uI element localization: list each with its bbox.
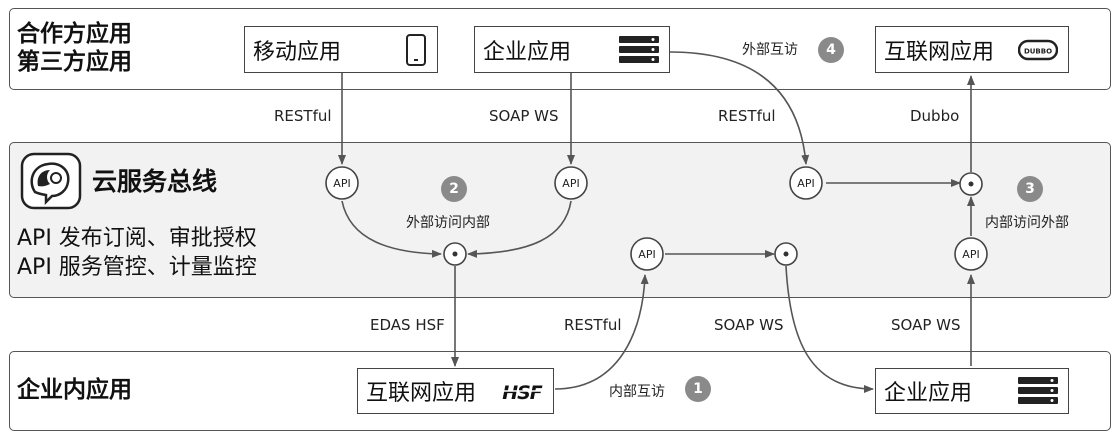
edge-api2-to-junction2 (467, 200, 572, 258)
internet-app-label-top: 互联网应用 (884, 39, 995, 65)
cloud-bus-title: 云服务总线 (92, 167, 218, 196)
scenario-3-badge: 3 (1017, 176, 1043, 202)
server-icon (619, 35, 659, 63)
enterprise-app-box-top: 企业应用 (474, 26, 670, 73)
cloud-bus-desc: API 发布订阅、审批授权 API 服务管控、计量监控 (17, 224, 257, 282)
junction-4-dot (783, 251, 789, 257)
mobile-app-box: 移动应用 (244, 26, 438, 73)
internet-app-box-bottom: 互联网应用 HSF (357, 368, 554, 414)
api-node-4 (630, 237, 664, 271)
api-node-3-label: API (797, 177, 814, 190)
api-node-5-label: API (962, 248, 979, 261)
edge-label-soap-3: SOAP WS (891, 316, 961, 334)
scenario-2-badge: 2 (441, 176, 467, 202)
cloud-bus-logo-icon (20, 152, 82, 210)
edge-hsf-to-api4 (554, 274, 649, 390)
api-node-2 (554, 166, 588, 200)
internet-app-box-top: 互联网应用 DUBBO (875, 26, 1069, 73)
internal-zone-title: 企业内应用 (17, 377, 132, 403)
scenario-1-label: 内部互访 (609, 384, 665, 400)
partner-zone-title-line1: 合作方应用 (17, 21, 132, 47)
edge-label-soap-2: SOAP WS (714, 316, 784, 334)
api-node-3 (789, 166, 823, 200)
scenario-2-label: 外部访问内部 (406, 215, 490, 231)
junction-2-dot (452, 251, 458, 257)
partner-zone-title-line2: 第三方应用 (17, 49, 132, 75)
cloud-bus-zone (9, 142, 1111, 298)
phone-icon (406, 33, 426, 66)
edge-junction4-to-enterprise (785, 265, 874, 393)
scenario-4-label: 外部互访 (742, 42, 798, 58)
cloud-bus-desc-line2: API 服务管控、计量监控 (17, 255, 257, 280)
enterprise-app-box-bottom: 企业应用 (875, 368, 1069, 414)
api-node-4-label: API (638, 248, 655, 261)
internet-app-label-bottom: 互联网应用 (366, 381, 477, 406)
api-node-5 (954, 237, 988, 271)
enterprise-app-label-bottom: 企业应用 (884, 381, 973, 406)
cloud-bus-desc-line1: API 发布订阅、审批授权 (17, 226, 257, 251)
edge-label-restful-1: RESTful (274, 107, 332, 125)
edge-label-restful-2: RESTful (718, 107, 776, 125)
partner-zone-title: 合作方应用 第三方应用 (17, 20, 132, 76)
scenario-1-badge: 1 (685, 376, 711, 402)
dubbo-logo-icon: DUBBO (1018, 39, 1058, 60)
enterprise-app-label-top: 企业应用 (483, 39, 572, 65)
api-node-1-label: API (333, 177, 350, 190)
hsf-logo-icon: HSF (502, 382, 543, 404)
junction-3-dot (968, 181, 974, 187)
svg-text:DUBBO: DUBBO (1024, 47, 1052, 55)
edge-label-dubbo: Dubbo (910, 107, 960, 125)
scenario-3-label: 内部访问外部 (985, 215, 1069, 231)
edge-label-soap-1: SOAP WS (489, 107, 559, 125)
server-icon (1018, 377, 1058, 404)
api-node-1 (325, 166, 359, 200)
edge-label-restful-3: RESTful (564, 316, 622, 334)
mobile-app-label: 移动应用 (253, 39, 342, 65)
svg-text:HSF: HSF (502, 382, 543, 404)
api-node-2-label: API (562, 177, 579, 190)
edge-api1-to-junction2 (341, 200, 442, 258)
edge-enterprise-to-api3 (669, 51, 810, 165)
edge-label-edas-hsf: EDAS HSF (370, 316, 445, 334)
scenario-4-badge: 4 (818, 37, 844, 63)
